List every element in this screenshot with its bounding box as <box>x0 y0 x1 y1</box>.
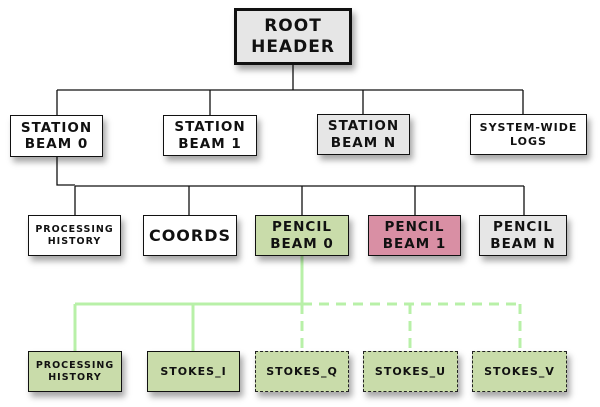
stokes-v-node: STOKES_V <box>472 351 567 392</box>
node-label: STOKES_I <box>160 364 227 378</box>
pencil-beam-0-node: PENCIL BEAM 0 <box>255 215 349 256</box>
stokes-q-node: STOKES_Q <box>255 351 349 392</box>
node-label: PROCESSING HISTORY <box>35 360 115 383</box>
stokes-i-node: STOKES_I <box>147 351 240 392</box>
node-label: STOKES_U <box>374 364 447 378</box>
station-beam-0-connector <box>56 157 525 215</box>
coords-node: COORDS <box>143 215 237 256</box>
pb0-processing-history-node: PROCESSING HISTORY <box>28 351 122 392</box>
pencil-beam-1-node: PENCIL BEAM 1 <box>368 215 461 256</box>
node-label: PROCESSING HISTORY <box>35 224 114 247</box>
node-label: STOKES_V <box>484 364 555 378</box>
node-label: PENCIL BEAM 1 <box>382 219 447 252</box>
node-label: PENCIL BEAM N <box>490 219 556 252</box>
node-label: STATION BEAM 1 <box>174 119 246 152</box>
node-label: PENCIL BEAM 0 <box>270 219 334 252</box>
station-beam-0-node: STATION BEAM 0 <box>10 115 103 157</box>
station-beam-1-node: STATION BEAM 1 <box>163 115 257 156</box>
stokes-u-node: STOKES_U <box>363 351 458 392</box>
node-label: SYSTEM-WIDE LOGS <box>479 121 578 148</box>
node-label: COORDS <box>148 225 232 245</box>
station-beam-n-node: STATION BEAM N <box>317 114 410 155</box>
node-label: STATION BEAM N <box>327 118 400 151</box>
node-label: ROOT HEADER <box>251 16 335 57</box>
node-label: STOKES_Q <box>266 364 338 378</box>
processing-history-node: PROCESSING HISTORY <box>28 215 121 256</box>
pencil-beam-n-node: PENCIL BEAM N <box>479 215 567 256</box>
node-label: STATION BEAM 0 <box>20 119 93 152</box>
system-wide-logs-node: SYSTEM-WIDE LOGS <box>470 114 587 155</box>
root-header-node: ROOT HEADER <box>234 8 352 65</box>
pencil-beam-0-dashed-connector <box>300 302 522 351</box>
root-connector <box>56 65 524 115</box>
pencil-beam-0-solid-connector <box>73 256 304 351</box>
